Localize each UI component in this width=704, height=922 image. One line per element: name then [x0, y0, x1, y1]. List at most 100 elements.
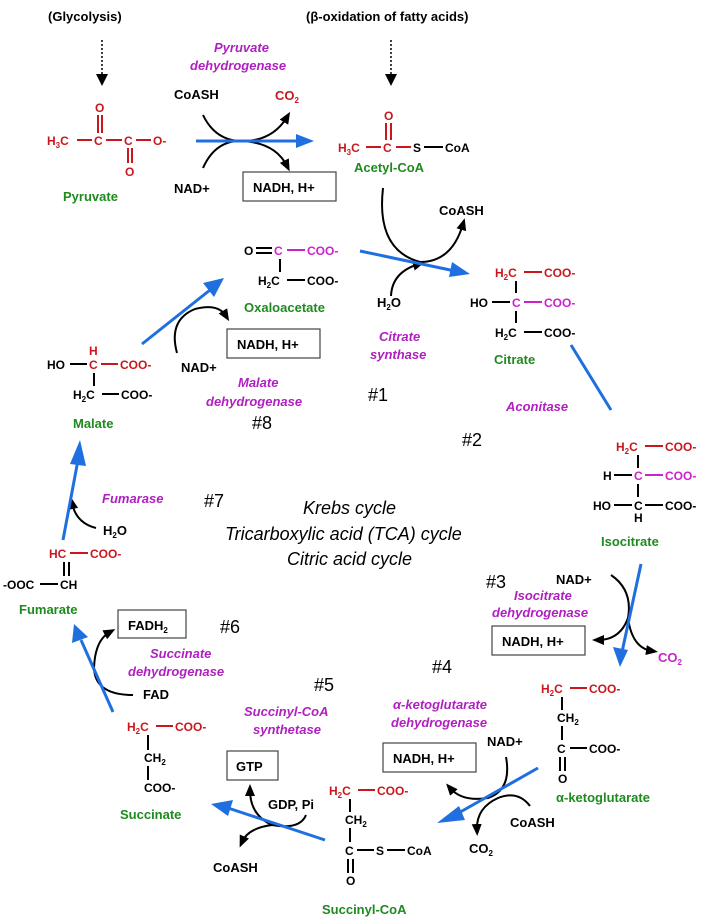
flux-arrow-head-icon	[296, 134, 314, 148]
pdh-co2-output: CO2	[275, 88, 300, 105]
flux-arrow-head-icon	[449, 262, 470, 277]
succinyl-coa-structure: H2C COO- CH2 C S CoA O	[329, 784, 432, 888]
svg-text:COO-: COO-	[90, 547, 121, 561]
isocitrate-label: Isocitrate	[601, 534, 659, 549]
svg-text:S: S	[376, 844, 384, 858]
title-citric-acid-cycle: Citric acid cycle	[287, 549, 412, 569]
malate-label: Malate	[73, 416, 113, 431]
svg-text:-OOC: -OOC	[3, 578, 35, 592]
svg-text:O: O	[558, 772, 567, 786]
citrate-label: Citrate	[494, 352, 535, 367]
arrow-head-icon	[96, 74, 108, 86]
malate-structure: H HO C COO- H2C COO-	[47, 344, 152, 404]
svg-text:CH2: CH2	[345, 813, 367, 829]
svg-text:H: H	[89, 344, 98, 358]
akgdh-coash-co2-curve	[471, 794, 531, 836]
scs-gtp-label: GTP	[236, 759, 263, 774]
flux-arrow-head-icon	[70, 440, 86, 466]
enzyme-fumarase: Fumarase	[102, 491, 163, 506]
oxaloacetate-structure: O C COO- H2C COO-	[244, 244, 338, 290]
svg-text:C: C	[557, 742, 566, 756]
idh-co2-output: CO2	[658, 650, 683, 667]
svg-text:O: O	[346, 874, 355, 888]
pyruvate-structure: H3C C O C O O-	[47, 101, 166, 179]
scs-coash-output: CoASH	[213, 860, 258, 875]
pdh-nadh-label: NADH, H+	[253, 180, 315, 195]
svg-text:H2C: H2C	[495, 266, 517, 282]
pdh-coash-co2-curve	[202, 111, 291, 143]
akgdh-co2-output: CO2	[469, 841, 494, 858]
svg-text:C: C	[383, 141, 392, 155]
fumarase-h2o-curve	[68, 497, 97, 529]
svg-text:H: H	[603, 469, 612, 483]
cs-h2o-curve	[390, 260, 425, 297]
mdh-nad-nadh-curve	[173, 306, 230, 354]
flux-arrow-akg-to-succinylcoa	[454, 766, 539, 817]
akgdh-nadh-box	[382, 742, 477, 773]
succinate-structure: H2C COO- CH2 COO-	[127, 720, 206, 795]
svg-text:COO-: COO-	[665, 469, 696, 483]
svg-text:C: C	[512, 296, 521, 310]
flux-arrow-succinylcoa-to-succinate	[227, 806, 326, 842]
enzyme-akgdh-line1: α-ketoglutarate	[393, 697, 487, 712]
svg-text:H3C: H3C	[47, 134, 69, 150]
step-3: #3	[486, 572, 506, 592]
svg-text:CoA: CoA	[407, 844, 432, 858]
step-6: #6	[220, 617, 240, 637]
pdh-nadh-box	[242, 171, 337, 202]
svg-text:H2C: H2C	[329, 784, 351, 800]
flux-arrow-citrate-to-isocitrate	[569, 344, 613, 411]
svg-text:COO-: COO-	[307, 244, 338, 258]
pdh-nad-nadh-curve	[202, 139, 290, 172]
pyruvate-label: Pyruvate	[63, 189, 118, 204]
svg-text:HC: HC	[49, 547, 67, 561]
enzyme-pdh-line1: Pyruvate	[214, 40, 269, 55]
enzyme-mdh-line1: Malate	[238, 375, 278, 390]
akgdh-nadh-label: NADH, H+	[393, 751, 455, 766]
idh-nadh-label: NADH, H+	[502, 634, 564, 649]
flux-arrow-head-icon	[437, 806, 465, 823]
svg-text:COO-: COO-	[121, 388, 152, 402]
step-4: #4	[432, 657, 452, 677]
cs-coash-curve	[381, 187, 467, 264]
svg-text:H: H	[634, 511, 643, 525]
svg-text:COO-: COO-	[544, 296, 575, 310]
enzyme-sdh-line2: dehydrogenase	[128, 664, 224, 679]
svg-text:COO-: COO-	[377, 784, 408, 798]
svg-text:CoA: CoA	[445, 141, 470, 155]
acetyl-coa-label: Acetyl-CoA	[354, 160, 425, 175]
svg-text:C: C	[634, 499, 643, 513]
title-tca-cycle: Tricarboxylic acid (TCA) cycle	[225, 524, 462, 544]
svg-text:C: C	[124, 134, 133, 148]
sdh-fadh2-box	[117, 609, 187, 639]
idh-nadh-box	[491, 625, 586, 656]
flux-arrow-fumarate-to-malate	[61, 459, 80, 541]
svg-text:H3C: H3C	[338, 141, 360, 157]
sdh-fad-input: FAD	[143, 687, 169, 702]
enzyme-mdh-line2: dehydrogenase	[206, 394, 302, 409]
enzyme-pdh-line2: dehydrogenase	[190, 58, 286, 73]
cs-coash-output: CoASH	[439, 203, 484, 218]
svg-text:H2C: H2C	[495, 326, 517, 342]
akgdh-nad-input: NAD+	[487, 734, 523, 749]
enzyme-scs-line2: synthetase	[253, 722, 321, 737]
flux-arrow-malate-to-oaa	[141, 288, 211, 346]
arrow-head-icon	[385, 74, 397, 86]
enzyme-aconitase: Aconitase	[505, 399, 568, 414]
svg-text:COO-: COO-	[589, 742, 620, 756]
svg-text:C: C	[94, 134, 103, 148]
fumarate-label: Fumarate	[19, 602, 78, 617]
svg-text:COO-: COO-	[665, 440, 696, 454]
succinate-label: Succinate	[120, 807, 181, 822]
enzyme-cs-line2: synthase	[370, 347, 426, 362]
flux-arrow-head-icon	[203, 278, 224, 297]
svg-text:H2C: H2C	[258, 274, 280, 290]
step-8: #8	[252, 413, 272, 433]
beta-oxidation-label: (β-oxidation of fatty acids)	[306, 9, 469, 24]
svg-text:CH2: CH2	[144, 751, 166, 767]
akgdh-coash-input: CoASH	[510, 815, 555, 830]
flux-arrow-succinate-to-fumarate	[79, 639, 115, 713]
svg-text:O-: O-	[153, 134, 166, 148]
svg-text:H2C: H2C	[541, 682, 563, 698]
enzyme-scs-line1: Succinyl-CoA	[244, 704, 329, 719]
